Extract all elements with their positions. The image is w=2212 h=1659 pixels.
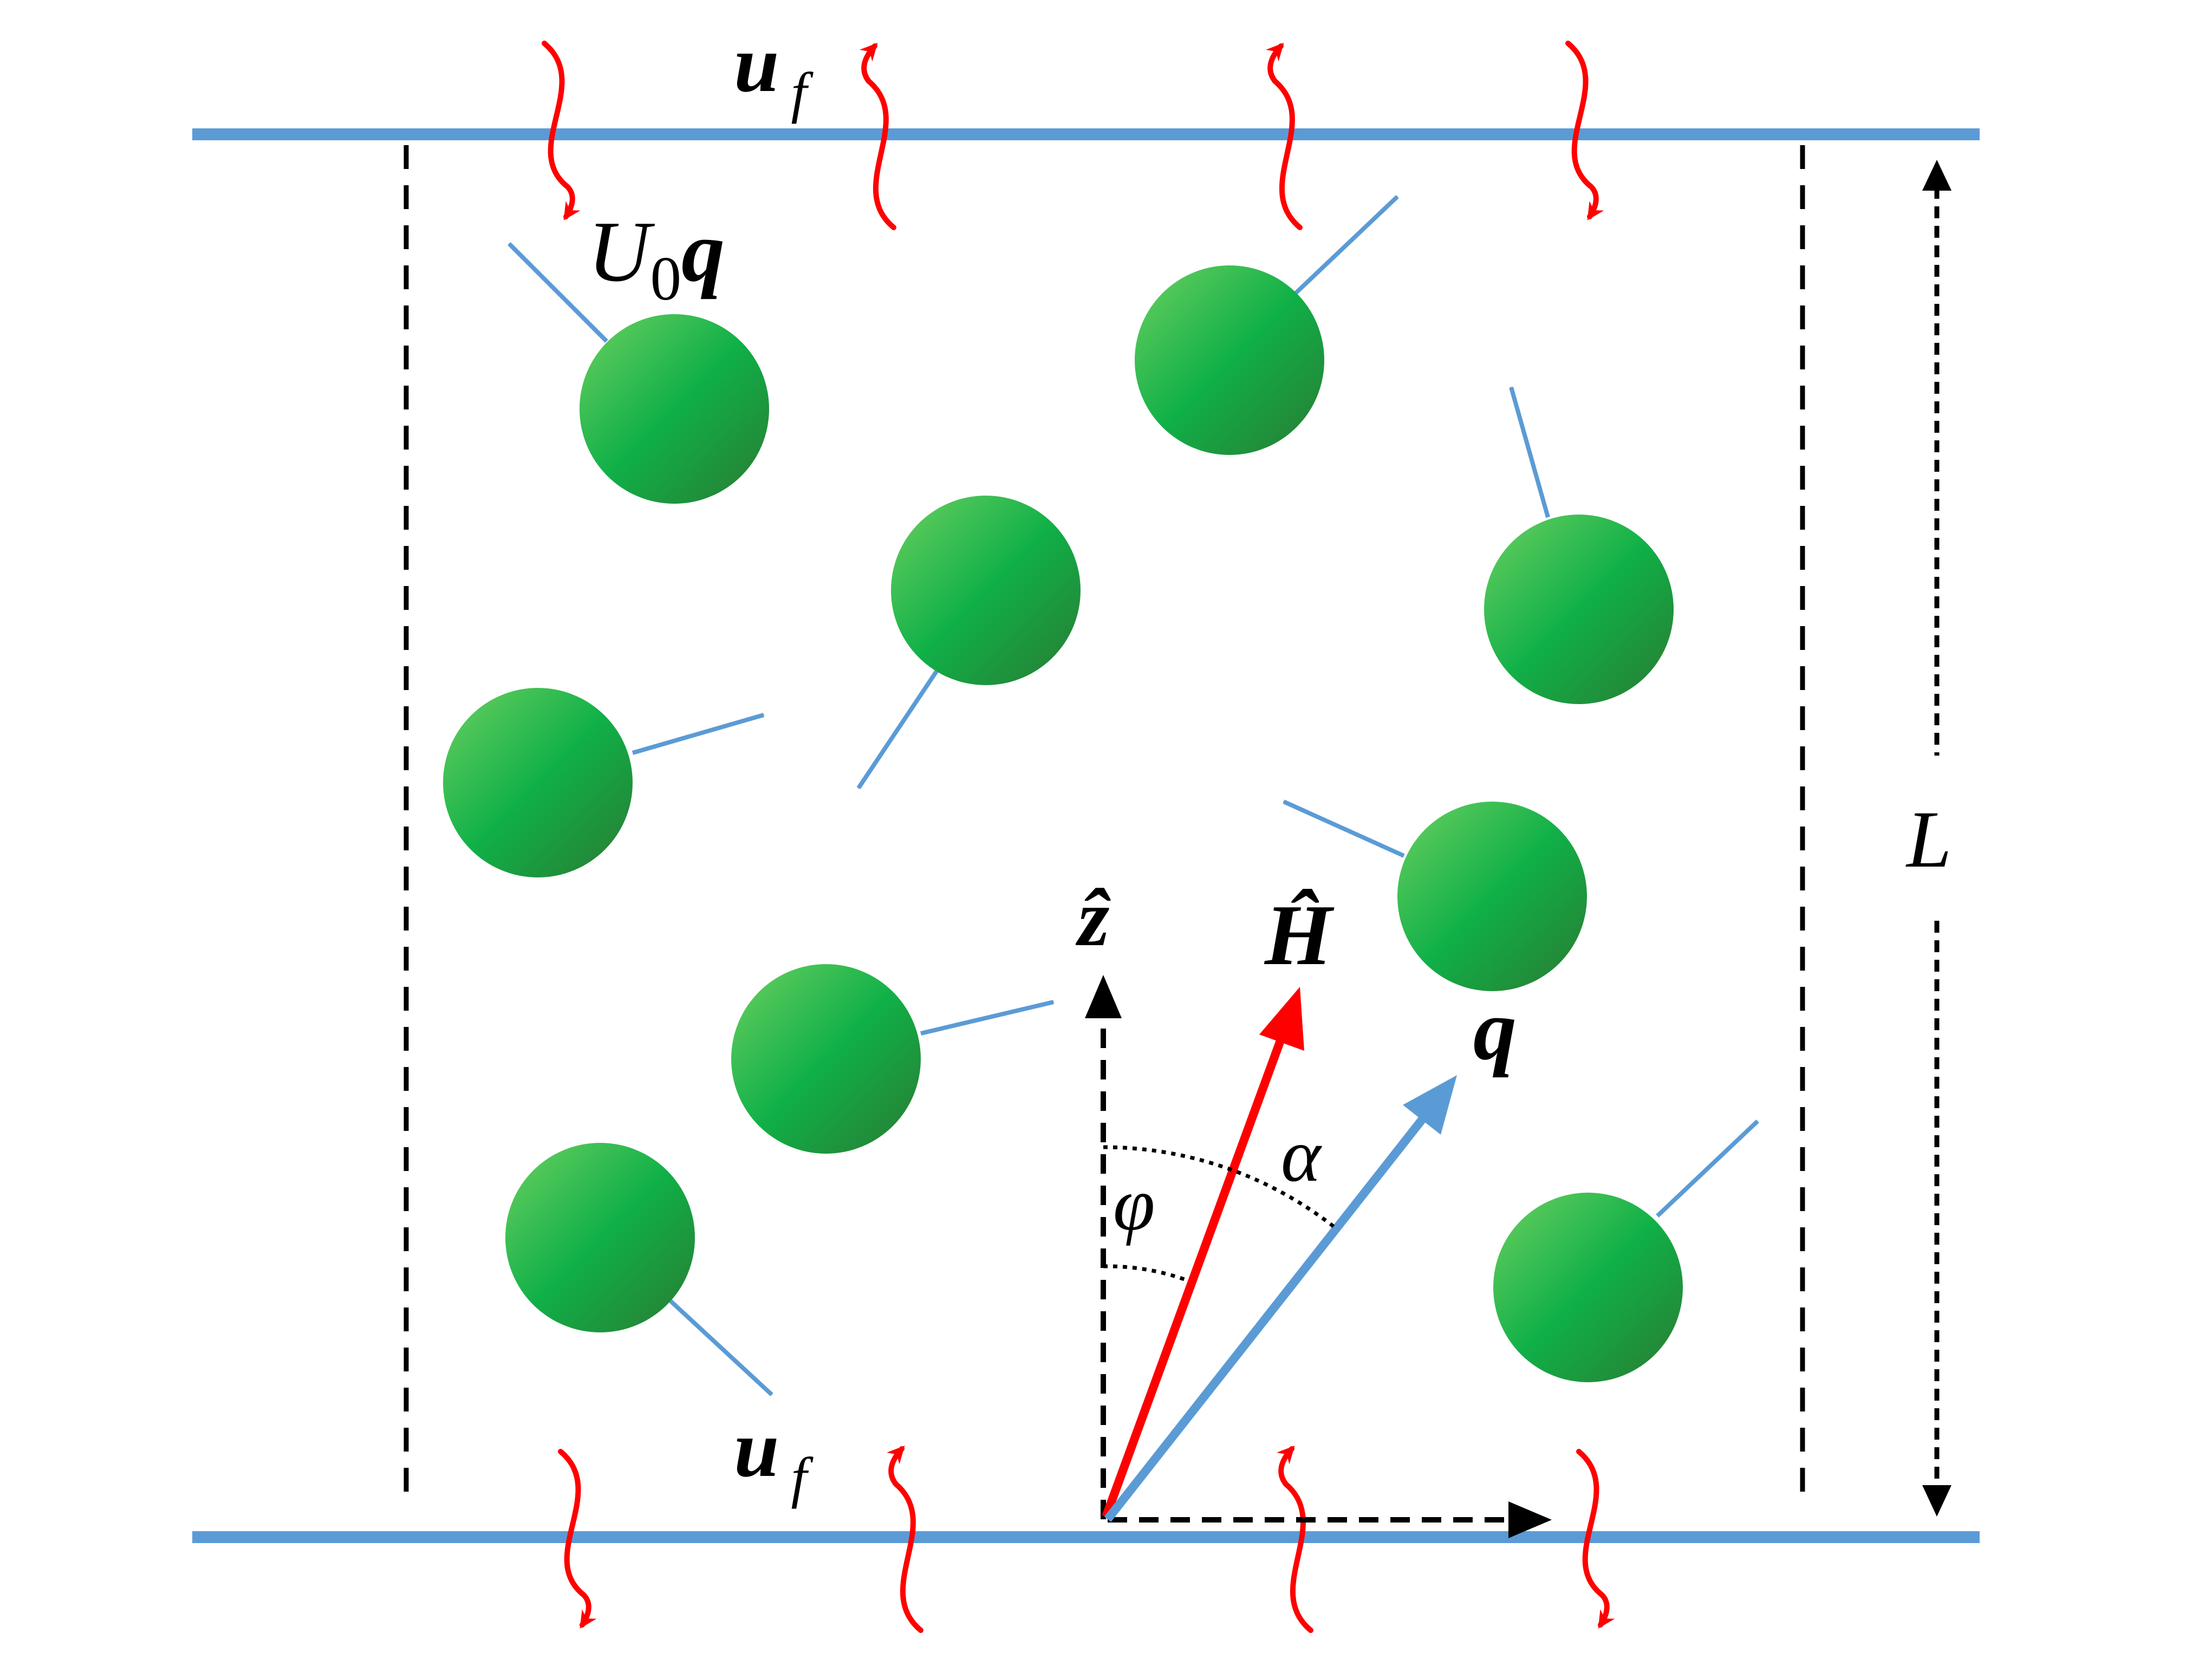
phi-label: φ — [1113, 1162, 1155, 1246]
field-direction-arrow — [1102, 987, 1304, 1518]
channel-width-arrow — [1922, 160, 1951, 1517]
q-label: q — [1473, 981, 1517, 1078]
alpha-label: α — [1281, 1114, 1322, 1198]
channel-width-label: L — [1905, 795, 1951, 884]
particle — [505, 1143, 695, 1332]
swim-arrow-5 — [632, 713, 764, 755]
swim-arrow-3 — [856, 667, 940, 790]
z-axis — [1085, 975, 1122, 1519]
x-axis — [1108, 1501, 1552, 1538]
fluctuation-arrows — [542, 41, 1615, 1633]
alpha-angle-arc — [1103, 1145, 1336, 1228]
H-hat-label: Ĥ — [1264, 887, 1335, 983]
particle — [580, 314, 769, 504]
swim-arrow-1 — [508, 242, 608, 343]
particle — [1493, 1193, 1683, 1382]
orientation-arrow — [1104, 1075, 1457, 1522]
swim-arrow-9 — [1656, 1120, 1759, 1218]
swim-velocity-label: U0q — [588, 203, 725, 313]
particle — [891, 496, 1081, 685]
swim-arrow-8 — [669, 1299, 773, 1396]
particle — [1484, 515, 1674, 704]
z-hat-label: ẑ — [1075, 873, 1111, 963]
particle — [1135, 265, 1324, 455]
particle — [731, 964, 921, 1154]
particles — [443, 265, 1683, 1382]
swim-arrow-7 — [920, 1000, 1053, 1036]
swim-arrow-4 — [1509, 387, 1550, 518]
particle — [1397, 802, 1587, 991]
swim-arrow-2 — [1290, 195, 1399, 298]
particle — [443, 688, 633, 877]
phi-angle-arc — [1103, 1264, 1190, 1283]
swim-arrow-6 — [1283, 799, 1405, 858]
swim-arrows — [508, 195, 1759, 1396]
